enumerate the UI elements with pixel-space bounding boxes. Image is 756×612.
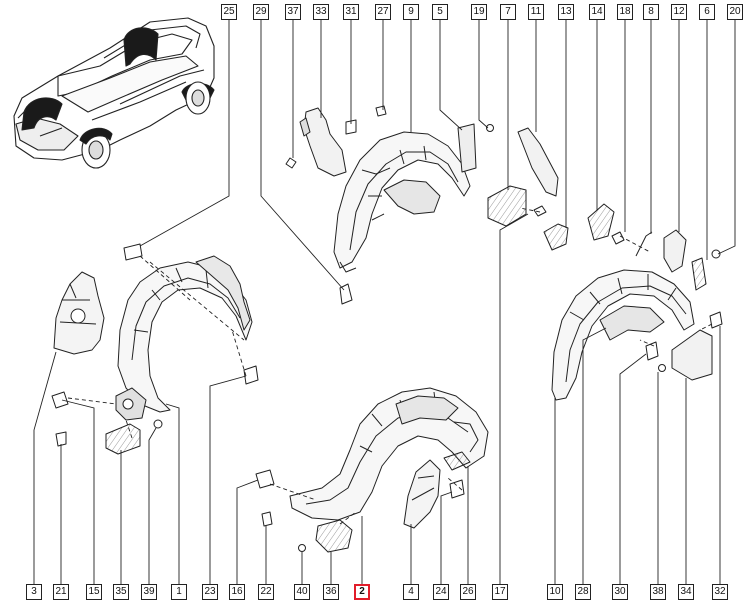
rear-liner-upper <box>333 131 471 273</box>
callout-bottom-23[interactable]: 23 <box>202 584 218 600</box>
rear-liner-right <box>551 269 695 401</box>
callout-bottom-21[interactable]: 21 <box>53 584 69 600</box>
callout-top-18[interactable]: 18 <box>617 4 633 20</box>
callout-top-14[interactable]: 14 <box>589 4 605 20</box>
front-liner <box>115 255 253 421</box>
callout-bottom-15[interactable]: 15 <box>86 584 102 600</box>
callout-bottom-35[interactable]: 35 <box>113 584 129 600</box>
callout-bottom-3[interactable]: 3 <box>26 584 42 600</box>
car-illustration <box>13 17 215 169</box>
callout-top-6[interactable]: 6 <box>699 4 715 20</box>
front-liner-lower <box>289 387 489 521</box>
callout-top-9[interactable]: 9 <box>403 4 419 20</box>
leader-lines <box>33 20 736 584</box>
callout-bottom-22[interactable]: 22 <box>258 584 274 600</box>
callout-top-13[interactable]: 13 <box>558 4 574 20</box>
callout-top-33[interactable]: 33 <box>313 4 329 20</box>
callout-top-25[interactable]: 25 <box>221 4 237 20</box>
callout-top-5[interactable]: 5 <box>432 4 448 20</box>
callout-top-27[interactable]: 27 <box>375 4 391 20</box>
bracket-3 <box>53 271 105 355</box>
callout-bottom-24[interactable]: 24 <box>433 584 449 600</box>
callout-bottom-38[interactable]: 38 <box>650 584 666 600</box>
callout-bottom-10[interactable]: 10 <box>547 584 563 600</box>
callout-bottom-34[interactable]: 34 <box>678 584 694 600</box>
callout-top-8[interactable]: 8 <box>643 4 659 20</box>
callout-top-19[interactable]: 19 <box>471 4 487 20</box>
callout-top-37[interactable]: 37 <box>285 4 301 20</box>
splash-shield-4 <box>403 459 441 529</box>
callout-top-11[interactable]: 11 <box>528 4 544 20</box>
callout-bottom-2[interactable]: 2 <box>354 584 370 600</box>
callout-bottom-1[interactable]: 1 <box>171 584 187 600</box>
callout-bottom-39[interactable]: 39 <box>141 584 157 600</box>
callout-bottom-17[interactable]: 17 <box>492 584 508 600</box>
callout-top-31[interactable]: 31 <box>343 4 359 20</box>
callout-bottom-32[interactable]: 32 <box>712 584 728 600</box>
callout-bottom-40[interactable]: 40 <box>294 584 310 600</box>
callout-top-7[interactable]: 7 <box>500 4 516 20</box>
callout-top-20[interactable]: 20 <box>727 4 743 20</box>
callout-bottom-4[interactable]: 4 <box>403 584 419 600</box>
callout-bottom-26[interactable]: 26 <box>460 584 476 600</box>
small-parts <box>51 105 723 553</box>
callout-bottom-30[interactable]: 30 <box>612 584 628 600</box>
callout-bottom-16[interactable]: 16 <box>229 584 245 600</box>
callout-bottom-36[interactable]: 36 <box>323 584 339 600</box>
callout-top-12[interactable]: 12 <box>671 4 687 20</box>
callout-top-29[interactable]: 29 <box>253 4 269 20</box>
callout-bottom-28[interactable]: 28 <box>575 584 591 600</box>
